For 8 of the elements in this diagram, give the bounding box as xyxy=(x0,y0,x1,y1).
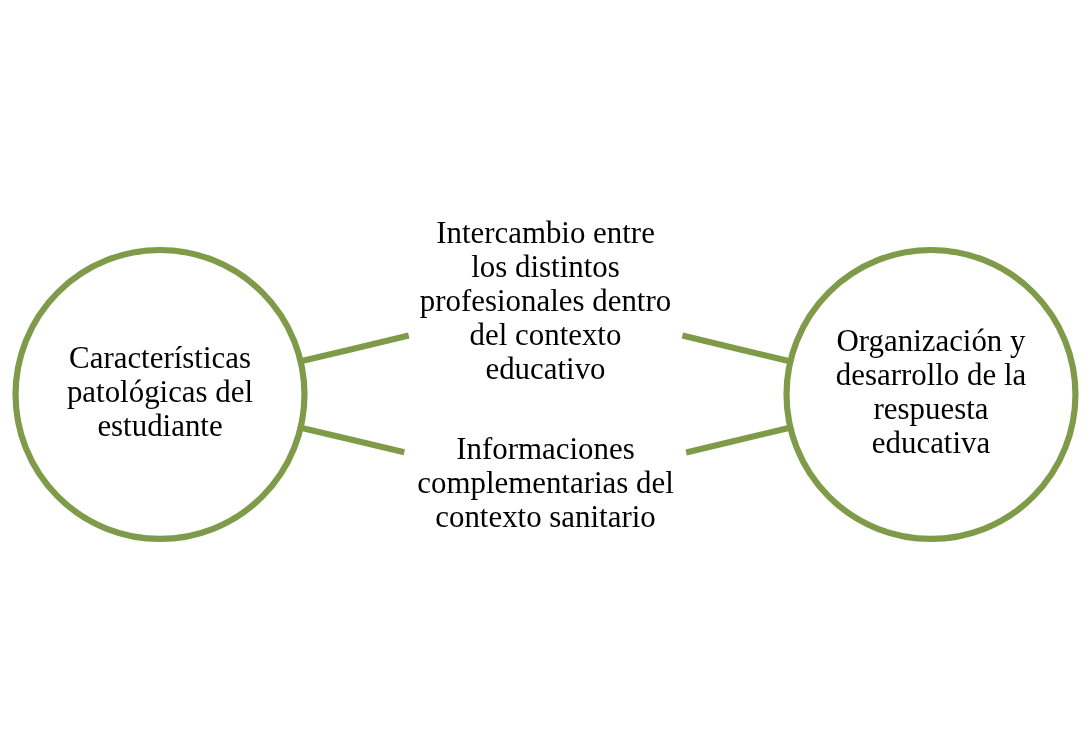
node-circle: Características patológicas del estudiante xyxy=(12,246,308,543)
connector xyxy=(300,332,410,365)
node-text: Informaciones complementarias del contexto sanitario xyxy=(417,431,674,535)
connector xyxy=(299,424,405,456)
node-circle: Organización y desarrollo de la respuesta educativa xyxy=(783,246,1079,543)
node-text: Intercambio entre los distintos profesionales dentro del contexto educativo xyxy=(419,215,672,387)
connector xyxy=(685,424,791,456)
connector xyxy=(681,332,791,365)
